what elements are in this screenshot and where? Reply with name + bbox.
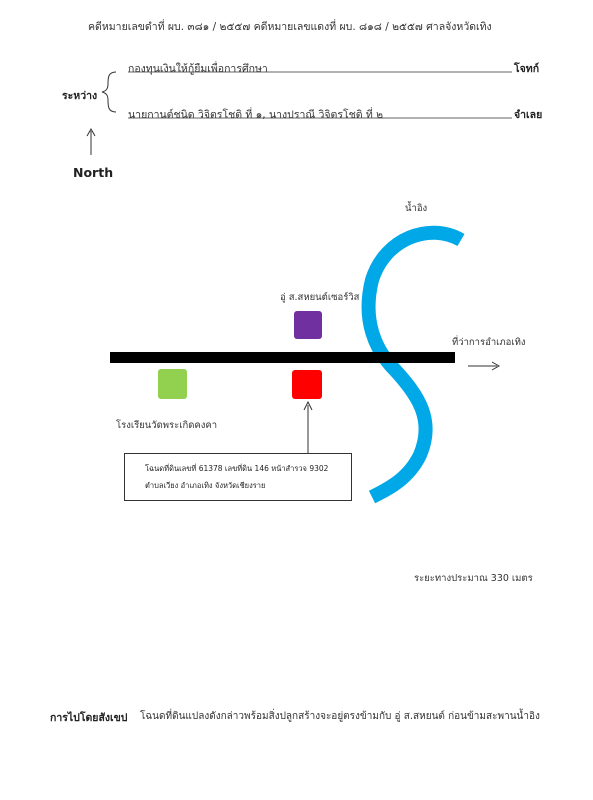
garage-marker bbox=[294, 311, 322, 339]
river-label: น้ำอิง bbox=[405, 203, 428, 214]
deed-info-box: โฉนดที่ดินเลขที่ 61378 เลขที่ดิน 146 หน้… bbox=[124, 453, 352, 501]
summary-text: โฉนดที่ดินแปลงดังกล่าวพร้อมสิ่งปลูกสร้าง… bbox=[140, 711, 540, 722]
property-marker bbox=[292, 370, 322, 399]
between-label: ระหว่าง bbox=[62, 90, 98, 102]
main-road bbox=[110, 352, 455, 363]
north-arrow-head bbox=[86, 127, 96, 137]
between-brace bbox=[101, 71, 117, 113]
district-arrow-head bbox=[491, 361, 501, 371]
district-office-label: ที่ว่าการอำเภอเทิง bbox=[452, 337, 526, 348]
property-arrow-head bbox=[303, 400, 313, 411]
defendant-role: จำเลย bbox=[514, 109, 543, 121]
case-numbers: คดีหมายเลขดำที่ ผบ. ๓๘๑ / ๒๕๕๗ คดีหมายเล… bbox=[88, 21, 492, 33]
deed-line-1: โฉนดที่ดินเลขที่ 61378 เลขที่ดิน 146 หน้… bbox=[145, 464, 329, 473]
north-label: North bbox=[73, 165, 114, 180]
plaintiff-role: โจทก์ bbox=[514, 63, 540, 75]
garage-label: อู่ ส.สหยนต์เซอร์วิส bbox=[280, 292, 360, 303]
river-shape bbox=[361, 225, 465, 504]
summary-label: การไปโดยสังเขป bbox=[50, 712, 128, 724]
distance-note: ระยะทางประมาณ 330 เมตร bbox=[414, 573, 533, 584]
school-label: โรงเรียนวัดพระเกิดคงคา bbox=[116, 420, 218, 431]
school-marker bbox=[158, 369, 187, 399]
deed-line-2: ตำบลเวียง อำเภอเทิง จังหวัดเชียงราย bbox=[145, 481, 266, 490]
